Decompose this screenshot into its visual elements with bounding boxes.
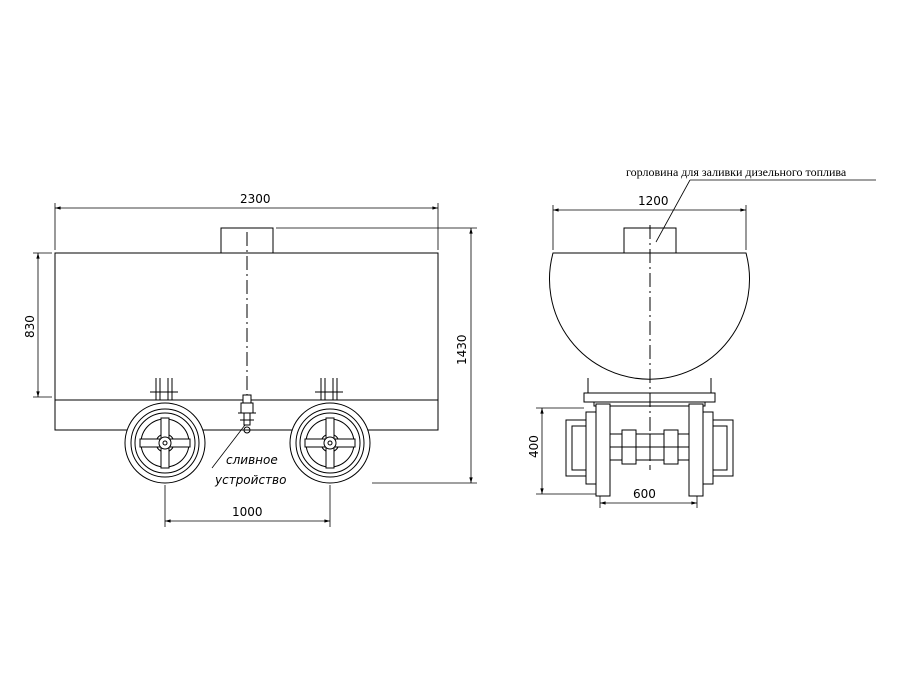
dim-tank-height-text: 830 (23, 315, 37, 338)
dim-wheel-height-text: 400 (527, 435, 541, 458)
front-view: горловина для заливки дизельного топлива… (527, 165, 876, 508)
dimension-width: 1200 (552, 194, 747, 250)
side-view: сливное устройство 2300 830 1430 (23, 192, 477, 527)
dim-width-text: 1200 (638, 194, 669, 208)
drain-label-line2: устройство (214, 473, 286, 487)
axle-box-right (315, 378, 343, 400)
wheel-left (124, 402, 206, 484)
drain-device (238, 394, 256, 434)
dimension-wheelbase: 1000 (164, 485, 331, 527)
dimension-tank-height: 830 (23, 252, 52, 398)
dimension-wheel-height: 400 (527, 407, 596, 495)
dim-gauge-text: 600 (633, 487, 656, 501)
dim-total-height-text: 1430 (455, 334, 469, 365)
wheel-right (289, 402, 371, 484)
dim-wheelbase-text: 1000 (232, 505, 263, 519)
dimension-gauge: 600 (599, 487, 698, 508)
dimension-total-height: 1430 (276, 227, 477, 484)
axle-box-left (150, 378, 178, 400)
drain-leader (211, 424, 246, 469)
wheel-assembly-front (565, 403, 734, 497)
drain-label-line1: сливное (226, 453, 278, 467)
dimension-length: 2300 (54, 192, 439, 250)
filler-neck-side (220, 227, 274, 254)
filler-neck-label: горловина для заливки дизельного топлива (626, 165, 847, 179)
dim-length-text: 2300 (240, 192, 271, 206)
